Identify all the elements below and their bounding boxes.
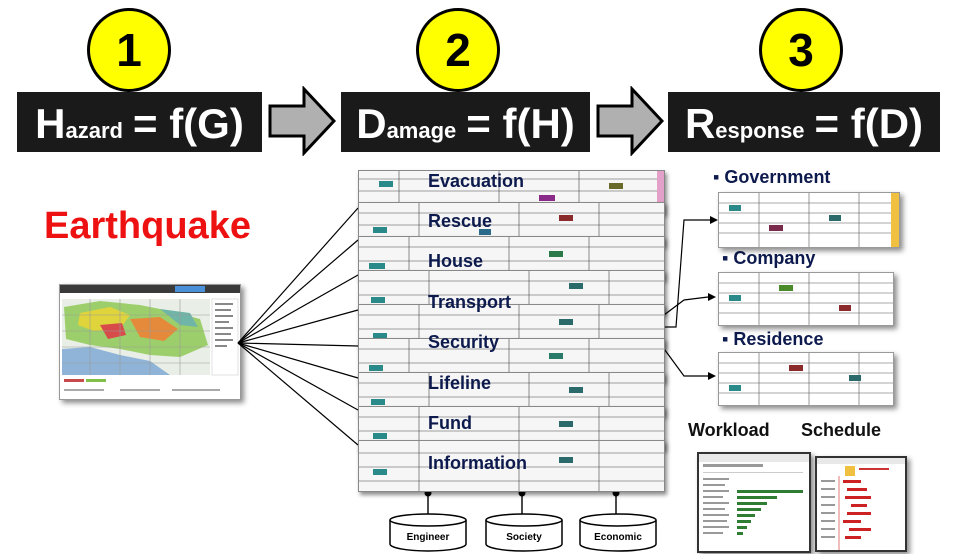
damage-initial: D	[356, 100, 387, 147]
earthquake-title: Earthquake	[44, 205, 251, 247]
arrow-damage-to-response-icon	[596, 86, 664, 156]
hazard-map-icon	[60, 285, 240, 391]
response-label-company: ▪ Company	[722, 248, 815, 269]
hazard-map-thumbnail	[59, 284, 241, 400]
layer-label-rescue: Rescue	[428, 211, 493, 231]
response-eq: = f(D)	[814, 100, 924, 147]
damage-eq: = f(H)	[466, 100, 575, 147]
layer-label-information: Information	[428, 453, 527, 473]
bullet-icon: ▪	[722, 248, 729, 268]
response-rest: esponse	[715, 118, 805, 143]
residence-schedule-thumbnail	[718, 352, 894, 406]
hazard-eq: = f(G)	[133, 100, 244, 147]
database-label-economic: Economic	[594, 532, 642, 543]
response-label-residence: ▪ Residence	[722, 329, 823, 350]
economic-database-icon	[579, 513, 657, 552]
workload-label: Workload	[688, 420, 770, 440]
step-3-circle: 3	[759, 8, 843, 92]
layer-label-security: Security	[428, 332, 500, 352]
engineer-database-icon	[389, 513, 467, 552]
response-initial: R	[684, 100, 716, 147]
layer-label-lifeline: Lifeline	[428, 373, 492, 393]
response-government-text: Government	[724, 167, 831, 187]
layer-label-evacuation: Evacuation	[428, 171, 525, 191]
database-label-society: Society	[506, 532, 542, 543]
hazard-initial: H	[35, 100, 66, 147]
step-2-circle: 2	[416, 8, 500, 92]
society-database-icon	[485, 513, 563, 552]
bullet-icon: ▪	[722, 329, 729, 349]
layer-label-transport: Transport	[428, 292, 512, 312]
database-label-engineer: Engineer	[406, 532, 450, 543]
company-schedule-thumbnail	[718, 272, 894, 326]
response-residence-text: Residence	[733, 329, 824, 349]
schedule-thumbnail	[815, 456, 907, 552]
schedule-label: Schedule	[801, 420, 882, 440]
layer-label-house: House	[428, 251, 484, 271]
bullet-icon: ▪	[713, 167, 720, 187]
hazard-rest: azard	[65, 118, 123, 143]
response-label-government: ▪ Government	[713, 167, 830, 188]
layer-label-fund: Fund	[428, 413, 472, 433]
damage-rest: amage	[386, 118, 457, 143]
government-schedule-thumbnail	[718, 192, 900, 248]
workload-thumbnail	[697, 452, 811, 553]
layer-sheet-base	[358, 440, 665, 492]
arrow-hazard-to-damage-icon	[268, 86, 336, 156]
step-1-circle: 1	[87, 8, 171, 92]
response-company-text: Company	[733, 248, 816, 268]
